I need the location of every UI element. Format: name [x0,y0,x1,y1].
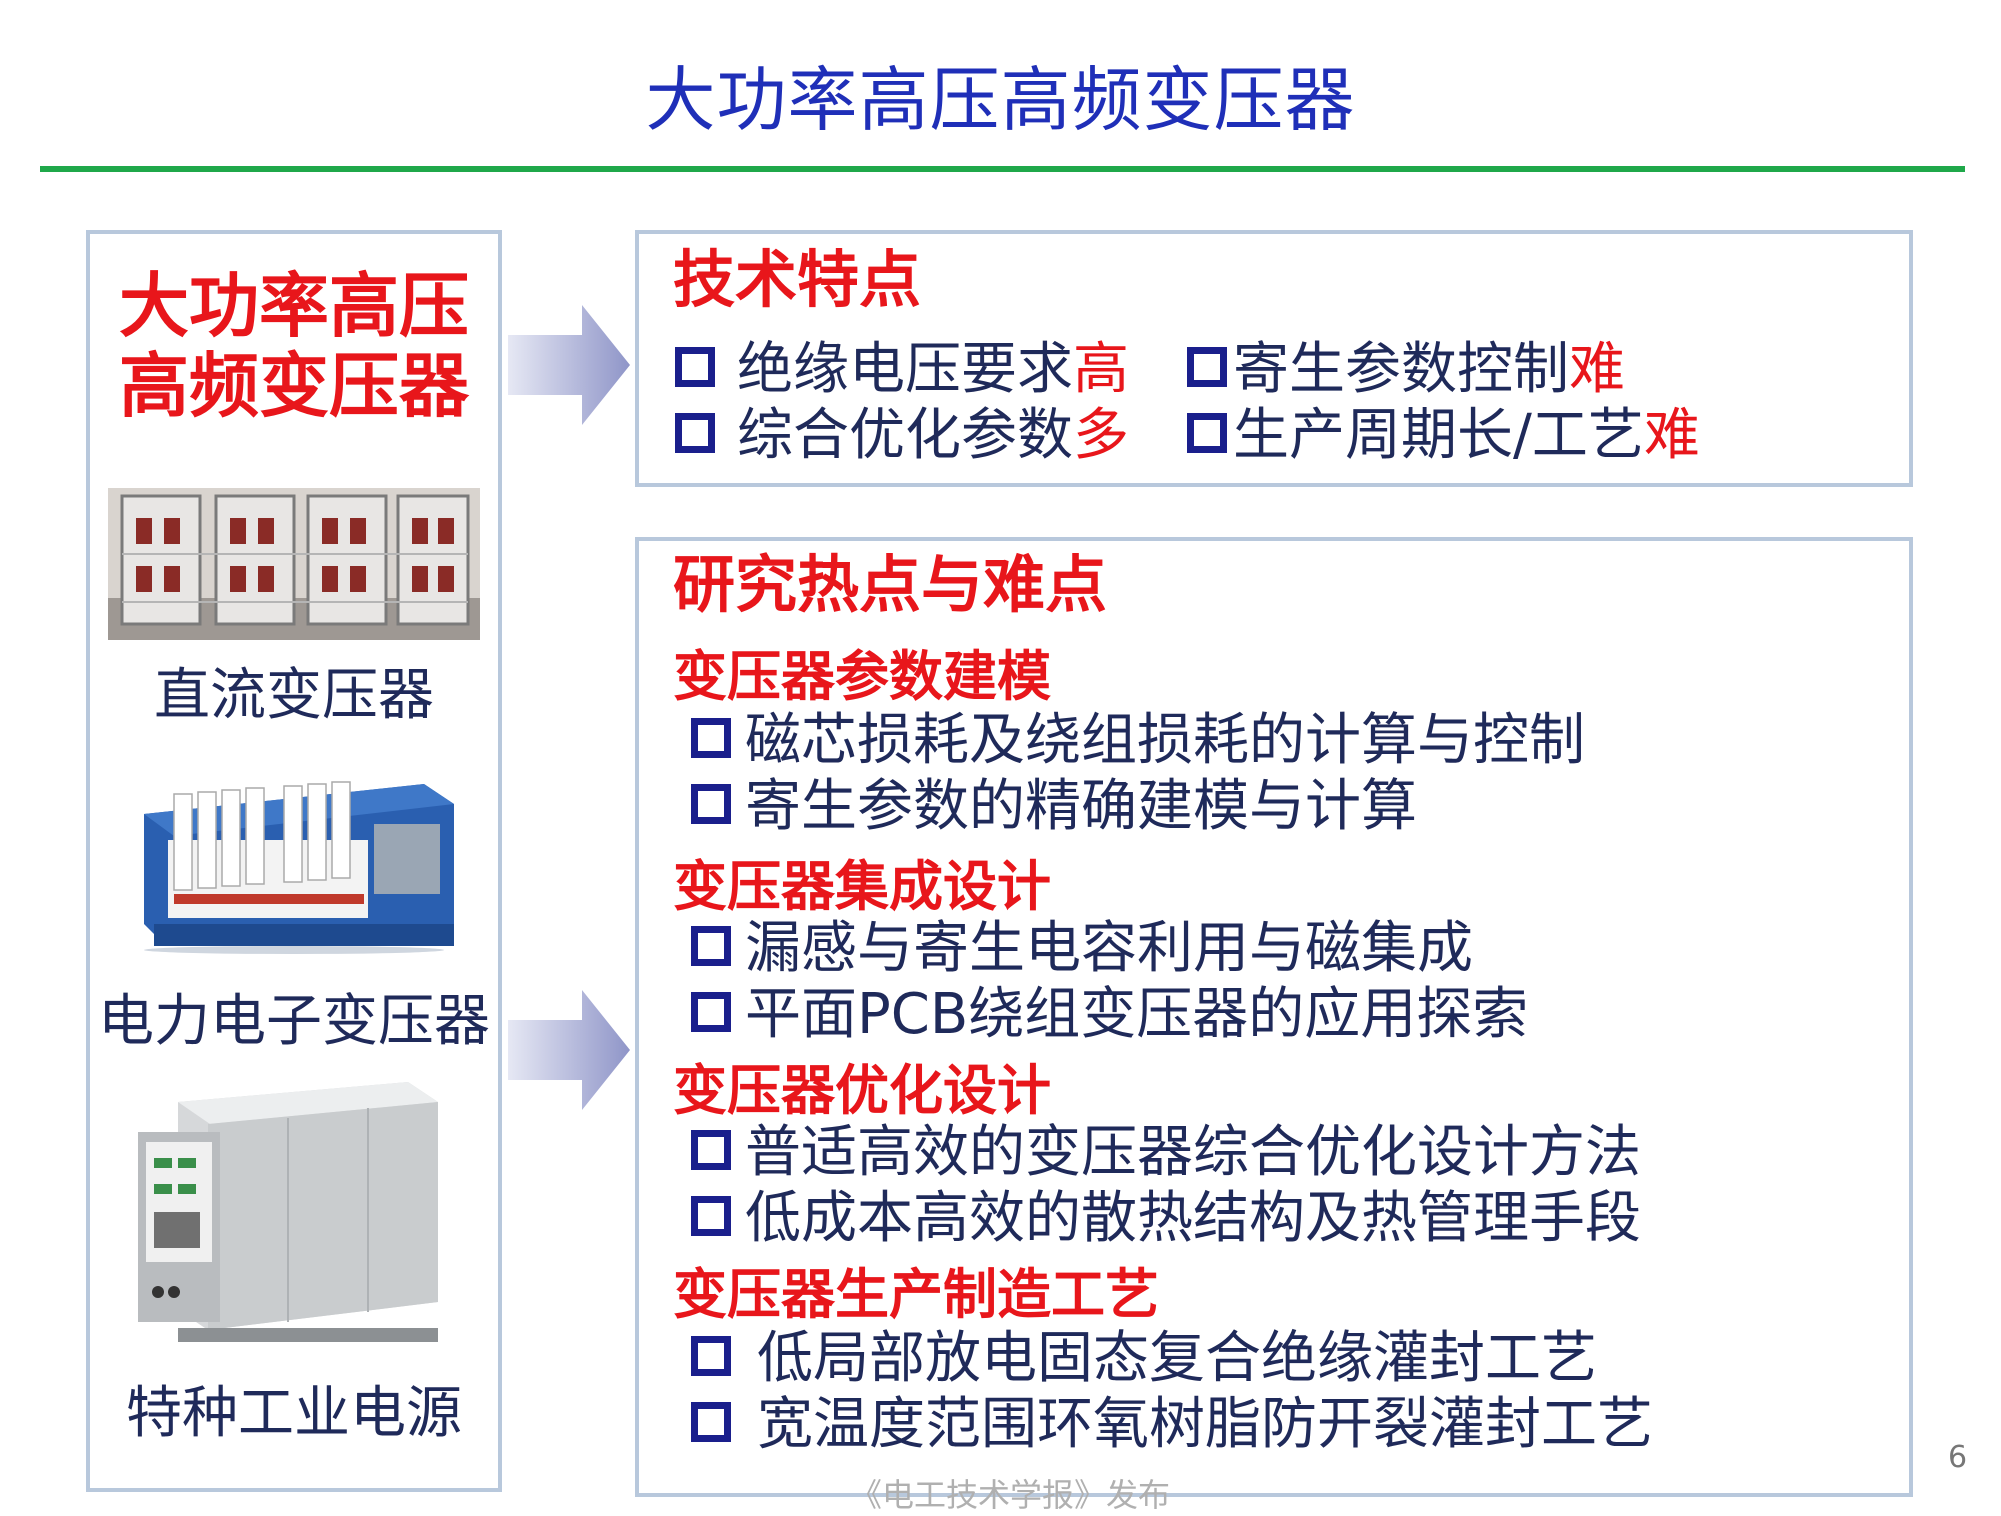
checkbox-square-icon [691,1401,731,1442]
checkbox-square-icon [691,1129,731,1170]
checkbox-square-icon [691,925,731,966]
tech-feature-item: 生产周期长/工艺难 [1187,404,1700,468]
checkbox-square-icon [691,1195,731,1236]
tech-feature-item: 综合优化参数多 [675,404,1129,468]
research-bullet: 低成本高效的散热结构及热管理手段 [691,1187,1641,1251]
power-electronic-transformer-photo [124,754,464,954]
caption-dc-transformer: 直流变压器 [154,663,434,728]
checkbox-square-icon [1187,346,1227,387]
research-section-title: 变压器优化设计 [673,1059,1051,1122]
page-number: 6 [1948,1440,1968,1475]
checkbox-square-icon [675,346,715,387]
research-bullet: 低局部放电固态复合绝缘灌封工艺 [691,1327,1597,1391]
caption-industrial-power-supply: 特种工业电源 [126,1381,462,1446]
title-divider [40,166,1965,172]
research-section-title: 变压器集成设计 [673,855,1051,918]
research-bullet: 寄生参数的精确建模与计算 [691,775,1417,839]
research-bullet: 磁芯损耗及绕组损耗的计算与控制 [691,709,1585,773]
tech-feature-item: 绝缘电压要求高 [675,338,1129,402]
research-bullet: 普适高效的变压器综合优化设计方法 [691,1121,1641,1185]
arrow-right-icon [508,990,630,1114]
caption-power-electronic-transformer: 电力电子变压器 [98,989,490,1054]
left-heading-line2: 高频变压器 [119,345,469,427]
research-bullet: 宽温度范围环氧树脂防开裂灌封工艺 [691,1393,1653,1457]
footer-watermark: 《电工技术学报》发布 [850,1476,1171,1514]
dc-transformer-photo [108,488,480,640]
left-heading-line1: 大功率高压 [119,265,469,347]
tech-features-title: 技术特点 [673,243,922,316]
checkbox-square-icon [675,412,715,453]
left-heading: 大功率高压 高频变压器 [90,266,498,426]
checkbox-square-icon [691,991,731,1032]
industrial-power-supply-photo [118,1072,438,1352]
research-section-title: 变压器参数建模 [673,645,1051,708]
checkbox-square-icon [691,1335,731,1376]
research-panel: 研究热点与难点 变压器参数建模 磁芯损耗及绕组损耗的计算与控制 寄生参数的精确建… [635,537,1913,1497]
research-bullet: 漏感与寄生电容利用与磁集成 [691,917,1473,981]
research-section-title: 变压器生产制造工艺 [673,1263,1159,1326]
research-title: 研究热点与难点 [673,548,1108,621]
arrow-right-icon [508,305,630,429]
checkbox-square-icon [691,783,731,824]
checkbox-square-icon [1187,412,1227,453]
tech-feature-item: 寄生参数控制难 [1187,338,1625,402]
left-panel: 大功率高压 高频变压器 [86,230,502,1492]
tech-features-panel: 技术特点 绝缘电压要求高 寄生参数控制难 综合优化参数多 生产周期长/工艺难 [635,230,1913,487]
research-bullet: 平面PCB绕组变压器的应用探索 [691,983,1528,1047]
slide-title: 大功率高压高频变压器 [645,59,1356,141]
checkbox-square-icon [691,717,731,758]
